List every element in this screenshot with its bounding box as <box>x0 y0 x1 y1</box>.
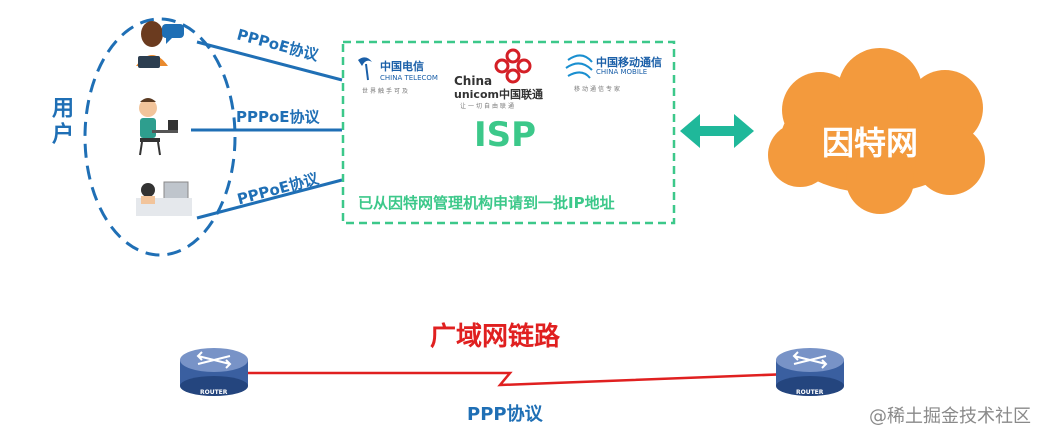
double-arrow-icon <box>680 114 754 148</box>
router-right-caption: ROUTER <box>796 389 824 396</box>
china-unicom-knot-mark <box>494 48 532 84</box>
users-label: 用户 <box>48 96 73 148</box>
router-left-caption: ROUTER <box>200 389 228 396</box>
pppoe-label-2: PPPoE协议 <box>236 108 320 126</box>
telecom-logo-cn: 中国电信 <box>380 60 424 73</box>
internet-cloud-icon <box>768 48 985 214</box>
internet-label: 因特网 <box>822 124 919 162</box>
telecom-logo-slogan: 世界触手可及 <box>362 88 411 95</box>
unicom-logo-slogan: 让一切自由联通 <box>460 103 517 110</box>
unicom-logo-cn: unicom中国联通 <box>454 88 543 101</box>
unicom-logo-en: China <box>454 74 493 88</box>
isp-title: ISP <box>474 115 537 155</box>
source-credit: @稀土掘金技术社区 <box>869 406 1031 427</box>
china-mobile-logo-mark <box>565 54 593 79</box>
wan-link-line <box>246 371 791 387</box>
user-desk-icon <box>139 98 178 156</box>
isp-description: 已从因特网管理机构申请到一批IP地址 <box>358 194 615 212</box>
link-line-3 <box>196 178 343 220</box>
telecom-logo-en: CHINA TELECOM <box>380 74 438 82</box>
mobile-logo-cn: 中国移动通信 <box>596 56 662 69</box>
link-line-1 <box>196 40 343 82</box>
wan-link-label: 广域网链路 <box>430 322 561 352</box>
ppp-protocol-label: PPP协议 <box>467 404 543 425</box>
users-group-ellipse <box>83 17 237 257</box>
user-computer-icon <box>136 181 192 216</box>
mobile-logo-en: CHINA MOBILE <box>596 68 648 76</box>
china-telecom-logo-mark <box>358 57 372 81</box>
mobile-logo-slogan: 移动通信专家 <box>574 86 623 93</box>
user-laptop-icon <box>136 21 184 68</box>
router-left-icon <box>180 348 248 396</box>
router-right-icon <box>776 348 844 396</box>
